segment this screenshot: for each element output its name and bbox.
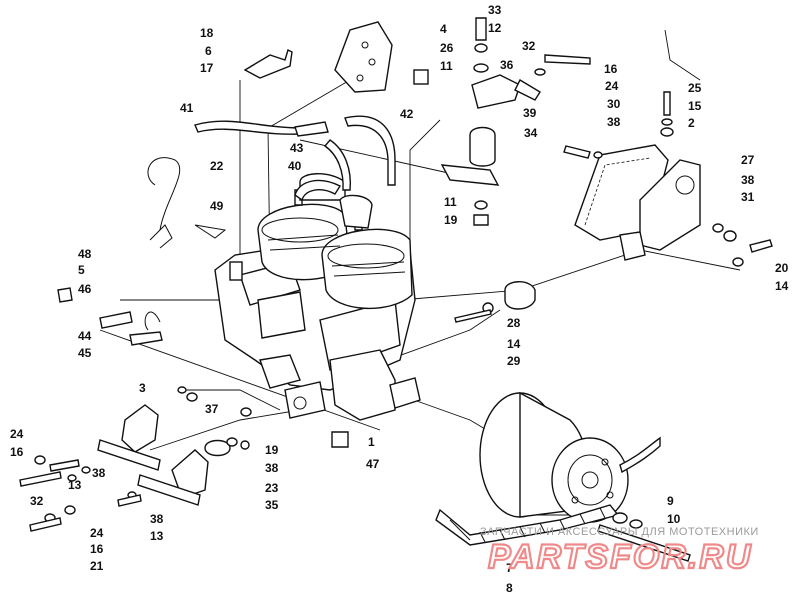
callout-label: 18 [200, 26, 214, 40]
watermark-brand: PARTSFOR.RU [488, 538, 752, 576]
callout-label: 8 [506, 581, 513, 595]
callout-label: 38 [265, 461, 279, 475]
callout-label: 20 [775, 261, 789, 275]
callout-label: 19 [444, 213, 458, 227]
callout-label: 38 [92, 466, 106, 480]
callout-label: 38 [741, 173, 755, 187]
watermark-caption: ЗАПЧАСТИ И АКСЕССУАРЫ ДЛЯ МОТОТЕХНИКИ [480, 526, 759, 538]
callout-label: 22 [210, 159, 224, 173]
callout-label: 29 [507, 354, 521, 368]
callout-label: 39 [523, 106, 537, 120]
callout-label: 49 [210, 199, 224, 213]
callout-label: 48 [78, 247, 92, 261]
callout-label: 43 [290, 141, 304, 155]
mounts-lower-left [19, 386, 252, 532]
callout-label: 26 [440, 41, 454, 55]
callout-label: 38 [150, 512, 164, 526]
damper [454, 281, 536, 323]
callout-label: 24 [10, 427, 24, 441]
callout-label: 6 [205, 44, 212, 58]
bracket-mount-top [243, 21, 429, 93]
callout-label: 23 [265, 481, 279, 495]
leader-lines [99, 29, 741, 516]
callout-label: 33 [488, 3, 502, 17]
callout-label: 47 [366, 457, 380, 471]
callout-label: 5 [78, 263, 85, 277]
callout-label: 15 [688, 99, 702, 113]
callout-label: 25 [688, 81, 702, 95]
callout-label: 7 [506, 561, 513, 575]
mount-stack-right [440, 17, 591, 226]
callout-label: 14 [775, 279, 789, 293]
callout-label: 17 [200, 61, 214, 75]
callout-label: 13 [68, 478, 82, 492]
callout-label: 16 [90, 542, 104, 556]
drive-clutch [435, 391, 691, 562]
callout-label: 13 [150, 529, 164, 543]
callout-label: 19 [265, 443, 279, 457]
callout-label: 21 [90, 559, 104, 573]
callout-label: 10 [667, 512, 681, 526]
callout-label: 45 [78, 346, 92, 360]
callout-label: 31 [741, 190, 755, 204]
callout-label: 46 [78, 282, 92, 296]
callout-label: 3 [139, 381, 146, 395]
callout-label: 28 [507, 316, 521, 330]
callout-label: 11 [444, 195, 457, 209]
callout-label: 11 [440, 59, 453, 73]
callout-label: 42 [400, 107, 414, 121]
left-components [57, 224, 227, 346]
callout-label: 44 [78, 329, 92, 343]
callout-label: 36 [500, 58, 514, 72]
callout-label: 37 [205, 402, 219, 416]
callout-label: 12 [488, 21, 502, 35]
callout-label: 35 [265, 498, 279, 512]
callout-label: 32 [522, 39, 536, 53]
callout-label: 9 [667, 494, 674, 508]
callout-label: 32 [30, 494, 44, 508]
callout-label: 30 [607, 97, 621, 111]
callout-label: 34 [524, 126, 538, 140]
callout-label: 16 [604, 62, 618, 76]
callout-label: 24 [605, 79, 619, 93]
hoses [147, 115, 396, 231]
callout-label: 27 [741, 153, 755, 167]
mount-bracket-right [563, 91, 773, 267]
callout-label: 41 [180, 101, 194, 115]
callout-label: 38 [607, 115, 621, 129]
callout-label: 16 [10, 445, 24, 459]
callout-label: 4 [440, 22, 447, 36]
engine-block [214, 173, 421, 448]
callout-label: 2 [688, 116, 695, 130]
callout-label: 14 [507, 337, 521, 351]
callout-label: 40 [288, 159, 302, 173]
callout-label: 1 [368, 435, 375, 449]
callout-label: 24 [90, 526, 104, 540]
